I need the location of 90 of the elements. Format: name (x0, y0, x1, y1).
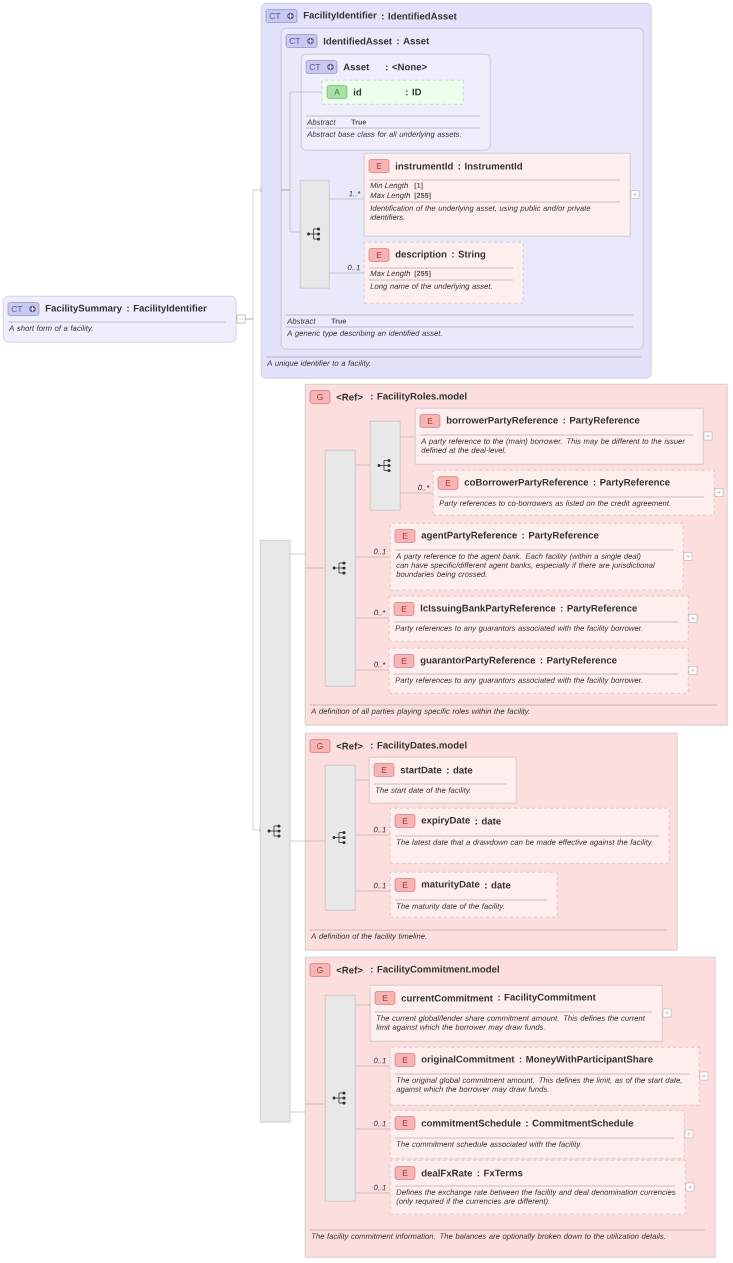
element-name: FacilityIdentifier (303, 11, 377, 21)
element-name: startDate (400, 766, 442, 774)
type-badge: E (394, 1116, 416, 1130)
sequence-bar (325, 765, 356, 911)
type-badge: E (394, 814, 416, 828)
type-name: : InstrumentId (458, 162, 522, 170)
element-box (390, 523, 684, 591)
type-badge: CT (285, 34, 318, 48)
sequence-bar (325, 450, 356, 687)
type-badge: G (309, 963, 331, 977)
type-badge: E (368, 159, 390, 173)
type-badge: E (374, 991, 396, 1005)
type-name: : ID (406, 88, 422, 96)
type-name: : FacilityCommitment (498, 993, 596, 1003)
element-name: expiryDate (421, 816, 470, 826)
type-badge: E (394, 529, 416, 543)
type-name: : date (485, 881, 511, 889)
type-name: : FacilityRoles.model (371, 392, 467, 402)
element-name: <Ref> (336, 966, 363, 974)
type-badge: A (326, 85, 348, 99)
connector (280, 189, 301, 233)
element-name: originalCommitment (421, 1055, 515, 1065)
type-badge: E (394, 1166, 416, 1180)
sequence-bar (260, 540, 291, 1123)
element-box (364, 153, 631, 237)
type-badge: E (373, 763, 395, 777)
type-name: : Asset (397, 37, 430, 45)
type-name: : FacilityIdentifier (127, 304, 207, 314)
element-name: dealFxRate (421, 1169, 473, 1177)
type-badge: E (393, 602, 415, 616)
type-badge: E (368, 248, 390, 262)
type-badge: CT (265, 9, 298, 23)
type-name: : MoneyWithParticipantShare (519, 1055, 653, 1065)
attribute-box (322, 80, 464, 105)
type-name: : PartyReference (561, 604, 637, 614)
type-badge: E (393, 654, 415, 668)
type-name: : date (447, 766, 473, 774)
type-badge: G (309, 739, 331, 753)
element-name: currentCommitment (401, 994, 493, 1002)
element-box (364, 242, 524, 304)
sequence-bar (300, 180, 330, 289)
type-badge: E (394, 878, 416, 892)
element-box (369, 757, 517, 804)
element-name: agentPartyReference (421, 531, 517, 541)
type-name: : PartyReference (522, 531, 599, 541)
type-name: : PartyReference (540, 656, 617, 666)
type-badge: CT (7, 302, 40, 316)
type-name: : PartyReference (593, 478, 670, 488)
element-name: guarantorPartyReference (420, 656, 536, 666)
complex-type-box (3, 296, 237, 343)
type-name: : PartyReference (563, 416, 640, 426)
type-name: : date (475, 817, 501, 825)
sequence-bar (370, 421, 401, 511)
element-name: description (395, 250, 447, 260)
element-box (390, 1047, 700, 1106)
element-name: Asset (343, 63, 370, 71)
element-name: coBorrowerPartyReference (464, 478, 589, 488)
type-name: : <None> (386, 63, 427, 71)
type-badge: E (437, 476, 459, 490)
type-name: : CommitmentSchedule (526, 1119, 634, 1127)
element-name: instrumentId (395, 162, 453, 170)
sequence-bar (325, 995, 356, 1202)
element-name: lcIssuingBankPartyReference (420, 604, 556, 614)
element-box (389, 648, 689, 694)
type-name: : FacilityCommitment.model (371, 965, 499, 975)
type-badge: E (394, 1053, 416, 1067)
element-box (390, 872, 558, 918)
element-box (389, 596, 689, 642)
element-box (390, 1160, 686, 1215)
type-name: : FxTerms (477, 1169, 523, 1177)
element-box (390, 808, 670, 864)
type-name: : IdentifiedAsset (382, 12, 457, 20)
type-badge: G (309, 390, 331, 404)
element-name: maturityDate (421, 880, 480, 890)
element-name: commitmentSchedule (421, 1119, 521, 1127)
element-box (390, 1110, 685, 1159)
type-name: : FacilityDates.model (371, 741, 467, 751)
type-badge: E (419, 414, 441, 428)
type-badge: CT (305, 60, 338, 74)
element-box (415, 408, 704, 465)
element-name: <Ref> (336, 393, 363, 401)
element-box (433, 470, 715, 516)
element-box (370, 985, 663, 1042)
element-name: borrowerPartyReference (446, 416, 558, 426)
element-name: IdentifiedAsset (323, 37, 392, 45)
element-name: id (353, 88, 362, 96)
connector (236, 314, 260, 833)
element-name: FacilitySummary (45, 304, 122, 314)
element-name: <Ref> (336, 742, 363, 750)
type-name: : String (452, 250, 486, 260)
